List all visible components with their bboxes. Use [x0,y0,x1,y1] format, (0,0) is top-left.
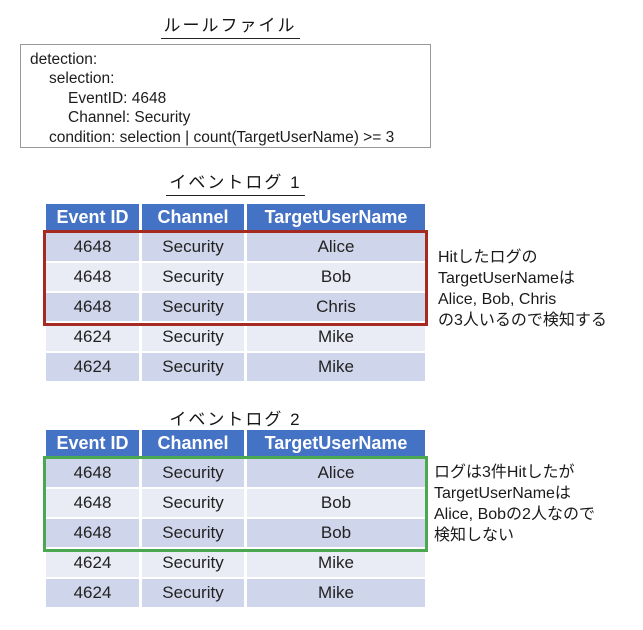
table-row: 4648 Security Alice [46,459,425,489]
table-row: 4648 Security Alice [46,233,425,263]
column-header-targetusername: TargetUserName [247,430,425,459]
cell-channel: Security [142,353,247,383]
cell-targetusername: Bob [247,519,425,549]
cell-targetusername: Mike [247,549,425,579]
cell-event-id: 4648 [46,263,142,293]
cell-channel: Security [142,519,247,549]
cell-event-id: 4648 [46,233,142,263]
cell-targetusername: Mike [247,353,425,383]
cell-channel: Security [142,293,247,323]
rule-file-title: ルールファイル [160,11,300,39]
cell-targetusername: Chris [247,293,425,323]
cell-targetusername: Bob [247,489,425,519]
table-row: 4648 Security Bob [46,519,425,549]
cell-targetusername: Alice [247,459,425,489]
table-row: 4624 Security Mike [46,549,425,579]
cell-event-id: 4624 [46,579,142,609]
annotation-line: Hitしたログの [438,249,538,266]
cell-event-id: 4624 [46,323,142,353]
column-header-channel: Channel [142,430,247,459]
cell-channel: Security [142,549,247,579]
annotation-line: Alice, Bob, Chris [438,291,557,308]
table-row: 4624 Security Mike [46,323,425,353]
cell-targetusername: Alice [247,233,425,263]
cell-event-id: 4624 [46,353,142,383]
event-log-2-title-wrap: イベントログ 2 [46,405,425,433]
cell-event-id: 4624 [46,549,142,579]
cell-channel: Security [142,233,247,263]
annotation-line: TargetUserNameは [438,270,575,287]
annotation-line: Alice, Bobの2人なので [434,506,595,523]
table-row: 4648 Security Chris [46,293,425,323]
annotation-log2: ログは3件Hitしたが TargetUserNameは Alice, Bobの2… [434,462,595,546]
annotation-line: ログは3件Hitしたが [434,464,575,481]
rule-file-title-wrap: ルールファイル [20,11,440,39]
event-log-2-title: イベントログ 2 [166,405,305,433]
annotation-line: の3人いるので検知する [438,312,607,329]
event-log-1-title: イベントログ 1 [166,168,305,196]
hit-rows-highlight-green [43,456,428,552]
rule-file-box: detection: selection: EventID: 4648 Chan… [20,44,431,148]
cell-event-id: 4648 [46,519,142,549]
cell-targetusername: Mike [247,579,425,609]
event-log-2-table: Event ID Channel TargetUserName 4648 Sec… [46,430,425,609]
cell-targetusername: Mike [247,323,425,353]
column-header-event-id: Event ID [46,204,142,233]
column-header-targetusername: TargetUserName [247,204,425,233]
cell-channel: Security [142,263,247,293]
table-row: 4624 Security Mike [46,579,425,609]
event-log-1-title-wrap: イベントログ 1 [46,168,425,196]
cell-event-id: 4648 [46,489,142,519]
rule-line-channel: Channel: Security [68,109,191,127]
rule-line-condition: condition: selection | count(TargetUserN… [49,128,395,146]
cell-channel: Security [142,459,247,489]
rule-line-detection: detection: [30,51,98,68]
table-header-row: Event ID Channel TargetUserName [46,204,425,233]
cell-event-id: 4648 [46,293,142,323]
cell-channel: Security [142,489,247,519]
table-row: 4648 Security Bob [46,489,425,519]
annotation-log1: Hitしたログの TargetUserNameは Alice, Bob, Chr… [438,247,607,331]
table-row: 4648 Security Bob [46,263,425,293]
cell-channel: Security [142,323,247,353]
rule-line-selection: selection: [49,70,115,88]
table-row: 4624 Security Mike [46,353,425,383]
column-header-event-id: Event ID [46,430,142,459]
cell-channel: Security [142,579,247,609]
column-header-channel: Channel [142,204,247,233]
table-header-row: Event ID Channel TargetUserName [46,430,425,459]
event-log-1-table: Event ID Channel TargetUserName 4648 Sec… [46,204,425,383]
hit-rows-highlight-red [43,230,428,326]
rule-line-eventid: EventID: 4648 [68,89,167,107]
annotation-line: TargetUserNameは [434,485,571,502]
annotation-line: 検知しない [434,527,515,544]
cell-event-id: 4648 [46,459,142,489]
cell-targetusername: Bob [247,263,425,293]
